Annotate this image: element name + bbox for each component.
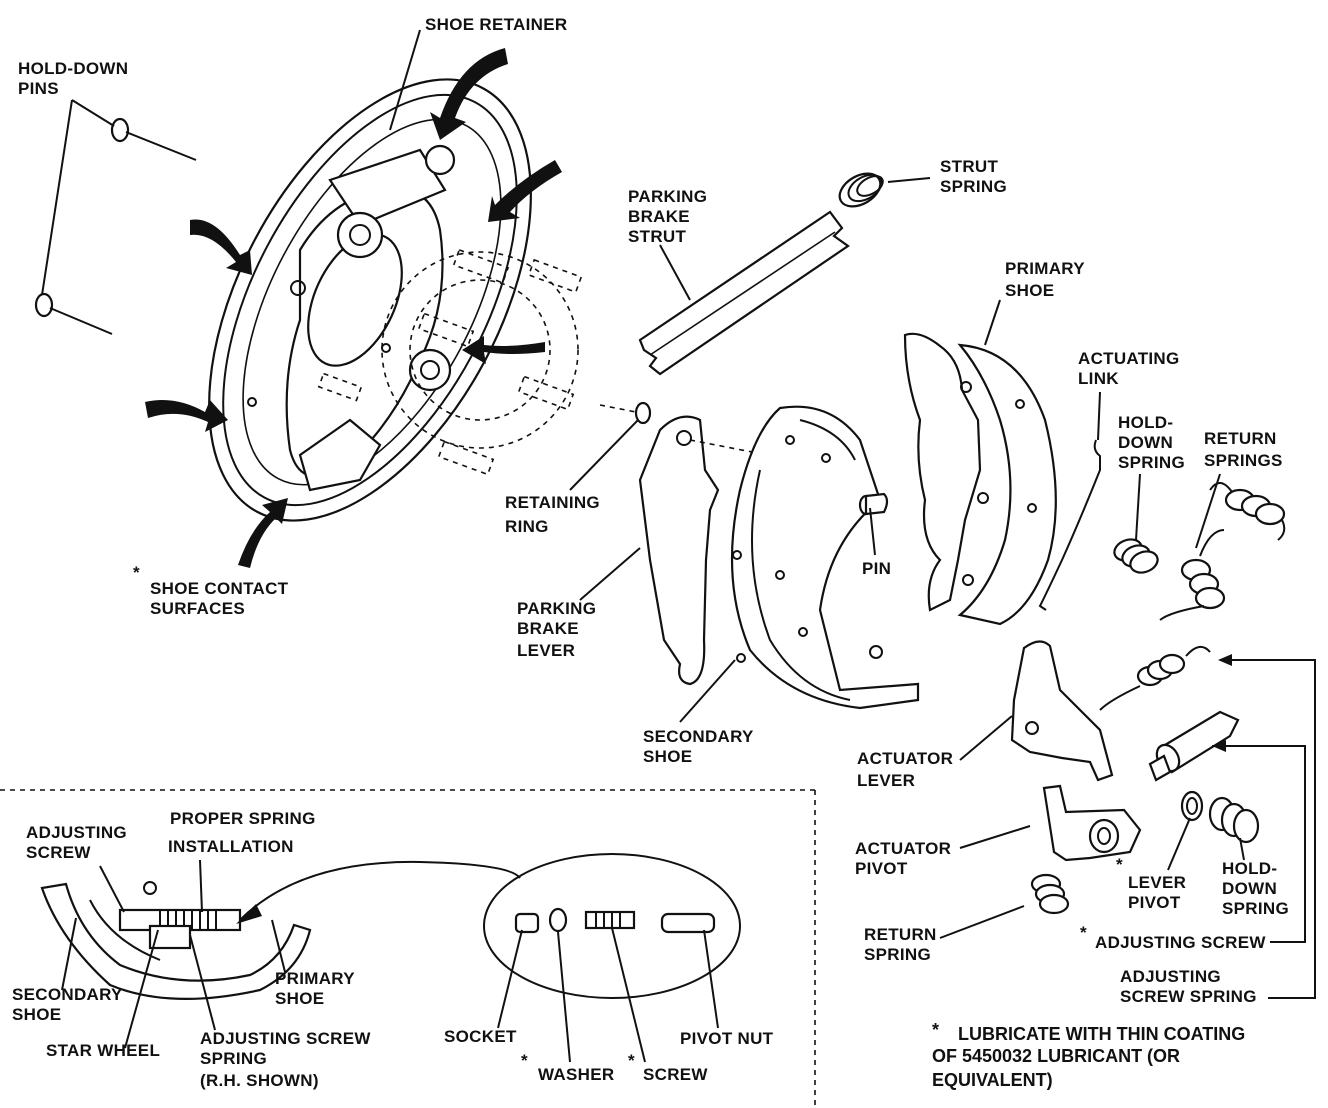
- label-parking-brake-strut-1: PARKING: [628, 187, 707, 206]
- label-shoe-contact-asterisk: *: [133, 563, 140, 582]
- label-primary-shoe-top-1: PRIMARY: [1005, 259, 1085, 278]
- footnote-line-1: LUBRICATE WITH THIN COATING: [958, 1024, 1245, 1044]
- label-socket: SOCKET: [444, 1027, 517, 1046]
- label-hold-down-spring-bottom-3: SPRING: [1222, 899, 1289, 918]
- adjusting-screw-spring-right-part: [1099, 645, 1211, 711]
- label-star-wheel: STAR WHEEL: [46, 1041, 160, 1060]
- label-parking-brake-lever-1: PARKING: [517, 599, 596, 618]
- inset-ellipse: [483, 853, 741, 999]
- label-actuator-lever-1: ACTUATOR: [857, 749, 953, 768]
- label-hold-down-spring-top-2: DOWN: [1118, 433, 1173, 452]
- label-proper-spring-2: INSTALLATION: [168, 837, 294, 856]
- label-actuating-link-1: ACTUATING: [1078, 349, 1180, 368]
- pin-part: [858, 492, 889, 516]
- label-actuator-pivot-2: PIVOT: [855, 859, 908, 878]
- label-strut-spring-1: STRUT: [940, 157, 998, 176]
- label-lever-pivot-2: PIVOT: [1128, 893, 1181, 912]
- label-hold-down-pins-2: PINS: [18, 79, 59, 98]
- label-adjusting-screw-asterisk: *: [1080, 923, 1087, 942]
- label-parking-brake-lever-3: LEVER: [517, 641, 575, 660]
- return-springs-part: [1159, 482, 1286, 621]
- label-primary-shoe-top-2: SHOE: [1005, 281, 1054, 300]
- label-primary-shoe-inset-1: PRIMARY: [275, 969, 355, 988]
- label-secondary-shoe-mid-2: SHOE: [643, 747, 692, 766]
- label-screw: SCREW: [643, 1065, 708, 1084]
- label-shoe-contact-surfaces-1: SHOE CONTACT: [150, 579, 289, 598]
- adjusting-screw-right-part: [1148, 710, 1240, 782]
- hold-down-spring-bottom-part: [1208, 796, 1260, 844]
- label-actuating-link-2: LINK: [1078, 369, 1119, 388]
- leader-lines: [61, 29, 1316, 1063]
- primary-shoe-part: [903, 332, 1057, 626]
- label-hold-down-pins-1: HOLD-DOWN: [18, 59, 128, 78]
- label-hold-down-spring-top-3: SPRING: [1118, 453, 1185, 472]
- label-screw-asterisk: *: [628, 1051, 635, 1070]
- label-adjusting-screw-inset-1: ADJUSTING: [26, 823, 127, 842]
- label-parking-brake-strut-3: STRUT: [628, 227, 686, 246]
- label-adjusting-screw-inset-2: SCREW: [26, 843, 91, 862]
- hold-down-pins: [34, 99, 197, 335]
- label-secondary-shoe-mid-1: SECONDARY: [643, 727, 754, 746]
- actuator-lever-part: [1010, 640, 1114, 782]
- label-adjusting-screw-spring-right-2: SCREW SPRING: [1120, 987, 1257, 1006]
- label-lever-pivot-asterisk: *: [1116, 855, 1123, 874]
- label-retaining-ring-2: RING: [505, 517, 549, 536]
- label-secondary-shoe-inset-2: SHOE: [12, 1005, 61, 1024]
- label-adjusting-screw-spring-inset-2: SPRING: [200, 1049, 267, 1068]
- lever-pivot-part: [1180, 790, 1204, 822]
- label-parking-brake-strut-2: BRAKE: [628, 207, 690, 226]
- label-pivot-nut: PIVOT NUT: [680, 1029, 774, 1048]
- label-primary-shoe-inset-2: SHOE: [275, 989, 324, 1008]
- labels: HOLD-DOWN PINS SHOE RETAINER STRUT SPRIN…: [12, 15, 1289, 1090]
- backing-plate: [208, 78, 583, 522]
- hold-down-spring-top-part: [1113, 538, 1159, 574]
- label-strut-spring-2: SPRING: [940, 177, 1007, 196]
- secondary-shoe-part: [730, 405, 920, 710]
- footnote-line-2: OF 5450032 LUBRICANT (OR: [932, 1046, 1180, 1066]
- label-return-spring-2: SPRING: [864, 945, 931, 964]
- label-adjusting-screw-spring-inset-3: (R.H. SHOWN): [200, 1071, 319, 1090]
- label-return-springs-2: SPRINGS: [1204, 451, 1283, 470]
- label-lever-pivot-1: LEVER: [1128, 873, 1186, 892]
- label-washer: WASHER: [538, 1065, 614, 1084]
- label-hold-down-spring-bottom-2: DOWN: [1222, 879, 1277, 898]
- label-adjusting-screw-spring-inset-1: ADJUSTING SCREW: [200, 1029, 371, 1048]
- label-proper-spring-1: PROPER SPRING: [170, 809, 316, 828]
- label-actuator-pivot-1: ACTUATOR: [855, 839, 951, 858]
- footnote-asterisk: *: [932, 1020, 939, 1040]
- retaining-ring-part: [634, 401, 652, 425]
- label-pin: PIN: [862, 559, 891, 578]
- label-adjusting-screw-spring-right-1: ADJUSTING: [1120, 967, 1221, 986]
- label-return-springs-1: RETURN: [1204, 429, 1277, 448]
- label-secondary-shoe-inset-1: SECONDARY: [12, 985, 123, 1004]
- inset-shoes: [40, 881, 312, 1000]
- label-hold-down-spring-top-1: HOLD-: [1118, 413, 1173, 432]
- label-actuator-lever-2: LEVER: [857, 771, 915, 790]
- return-spring-part: [1030, 873, 1070, 915]
- inset-box: [0, 789, 816, 1108]
- inset-exploded-parts: [514, 907, 716, 934]
- footnote-line-3: EQUIVALENT): [932, 1070, 1053, 1090]
- label-hold-down-spring-bottom-1: HOLD-: [1222, 859, 1277, 878]
- label-retaining-ring-1: RETAINING: [505, 493, 600, 512]
- label-adjusting-screw-right: ADJUSTING SCREW: [1095, 933, 1266, 952]
- label-parking-brake-lever-2: BRAKE: [517, 619, 579, 638]
- actuator-pivot-part: [1042, 784, 1142, 862]
- label-shoe-retainer: SHOE RETAINER: [425, 15, 567, 34]
- strut-spring: [838, 172, 884, 208]
- contact-surface-arrows: [145, 48, 562, 568]
- label-return-spring-1: RETURN: [864, 925, 937, 944]
- label-shoe-contact-surfaces-2: SURFACES: [150, 599, 245, 618]
- actuating-link-part: [1038, 439, 1101, 611]
- parking-brake-strut: [638, 210, 850, 376]
- label-washer-asterisk: *: [521, 1051, 528, 1070]
